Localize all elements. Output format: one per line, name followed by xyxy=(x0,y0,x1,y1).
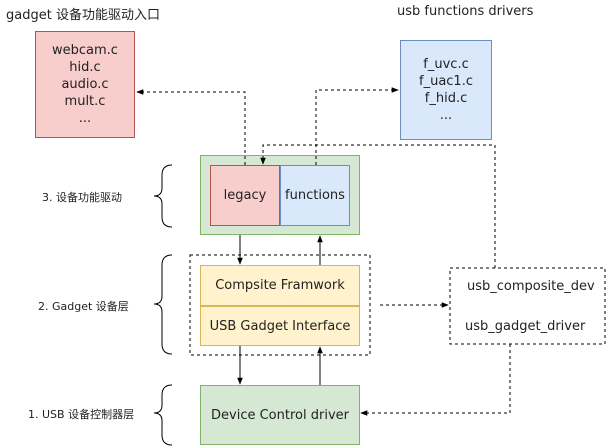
gadget-driver-label: usb_gadget_driver xyxy=(465,319,586,334)
legacy-to-entry-arrow xyxy=(136,89,246,165)
gadget-interface-label: USB Gadget Interface xyxy=(209,318,351,334)
composite-dev-to-legacy-arrow xyxy=(260,144,496,268)
gadget-interface-block: USB Gadget Interface xyxy=(200,306,360,346)
entry-file-mult: mult.c xyxy=(64,94,106,109)
functions-to-drivers-arrow xyxy=(315,87,399,165)
composite-dev-label: usb_composite_dev xyxy=(467,279,595,294)
device-control-driver-label: Device Control driver xyxy=(211,407,349,423)
function-file-more: ... xyxy=(439,108,453,123)
entry-file-hid: hid.c xyxy=(69,60,101,75)
device-control-driver-block: Device Control driver xyxy=(200,385,360,445)
layer3-brace xyxy=(153,164,173,228)
entry-file-audio: audio.c xyxy=(61,77,109,92)
structures-dashed-box xyxy=(449,267,606,345)
function-file-hid: f_hid.c xyxy=(424,91,468,106)
composite-framework-label: Compsite Framwork xyxy=(215,278,345,293)
gadget-driver-to-device-arrow xyxy=(360,344,511,416)
layer2-label: 2. Gadget 设备层 xyxy=(38,300,129,313)
function-file-uvc: f_uvc.c xyxy=(423,57,469,72)
usb-functions-title: usb functions drivers xyxy=(397,4,534,19)
legacy-label: legacy xyxy=(223,188,267,203)
layer1-brace xyxy=(153,384,173,446)
layer2-brace xyxy=(153,254,173,355)
composite-framework-block: Compsite Framwork xyxy=(200,265,360,306)
entry-file-more: ... xyxy=(78,111,92,126)
gadget-entry-title: gadget 设备功能驱动入口 xyxy=(6,8,160,23)
layer1-label: 1. USB 设备控制器层 xyxy=(28,408,135,421)
function-file-uac1: f_uac1.c xyxy=(419,74,473,89)
entry-file-webcam: webcam.c xyxy=(52,43,118,58)
gadget-entry-box: webcam.c hid.c audio.c mult.c ... xyxy=(35,31,135,138)
usb-functions-box: f_uvc.c f_uac1.c f_hid.c ... xyxy=(400,40,492,140)
legacy-block: legacy xyxy=(210,165,280,226)
functions-block: functions xyxy=(280,165,350,226)
gadget-layer-dashed-box xyxy=(189,254,371,356)
functions-label: functions xyxy=(285,188,345,203)
layer3-label: 3. 设备功能驱动 xyxy=(42,191,122,204)
